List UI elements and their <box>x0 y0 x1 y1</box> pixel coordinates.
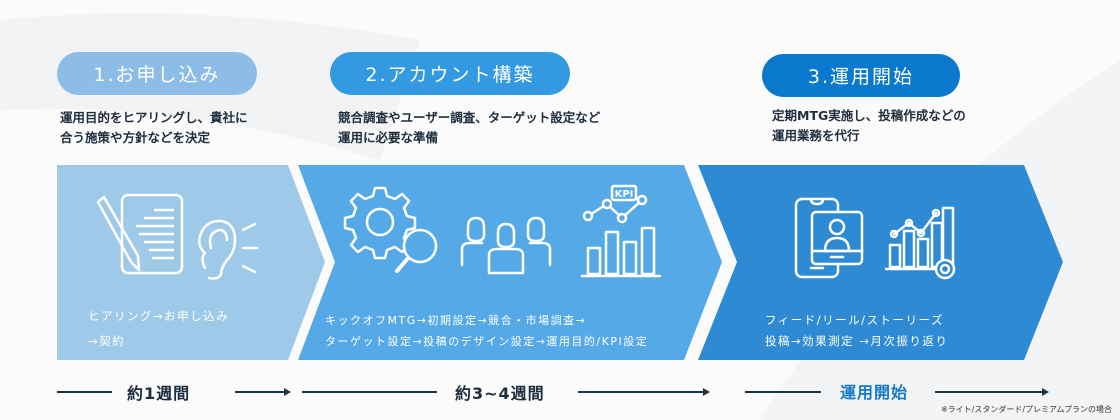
detail-line: ヒアリング→お申し込み <box>88 309 230 323</box>
smartphone-profile-icon <box>794 197 864 279</box>
timeline-label-weeks: 約3~4週間 <box>455 384 545 403</box>
step-3-title: 3.運用開始 <box>807 66 915 88</box>
timeline-line <box>235 391 285 393</box>
step-1-panel <box>57 165 325 360</box>
step-3-detail: フィード/リール/ストーリーズ投稿→効果測定 →月次振り返り <box>765 310 948 352</box>
desc-line: 運用業務を代行 <box>772 128 860 143</box>
step-1-title: 1.お申し込み <box>93 64 221 86</box>
desc-line: 運用に必要な準備 <box>338 130 439 145</box>
detail-line: フィード/リール/ストーリーズ <box>765 313 944 327</box>
timeline-line <box>745 391 821 393</box>
timeline-line <box>57 391 112 393</box>
detail-line: キックオフMTG→初期設定→競合・市場調査→ <box>325 314 587 327</box>
kpi-chart-icon: KPI <box>580 184 662 278</box>
step-3-pill: 3.運用開始 <box>762 54 960 97</box>
detail-line: 投稿→効果測定 →月次振り返り <box>765 334 949 348</box>
step-3-panel <box>698 165 1063 360</box>
arrow-right-icon <box>703 388 710 396</box>
kpi-label: KPI <box>615 189 634 200</box>
step-2-description: 競合調査やユーザー調査、ターゲット設定など運用に必要な準備 <box>338 108 600 148</box>
detail-line: ターゲット設定→投稿のデザイン設定→運用目的/KPI設定 <box>325 335 649 348</box>
timeline-line <box>302 391 437 393</box>
document-pencil-icon <box>96 193 184 275</box>
arrow-right-icon <box>1042 388 1049 396</box>
step-2-detail: キックオフMTG→初期設定→競合・市場調査→ ターゲット設定→投稿のデザイン設定→… <box>325 310 648 352</box>
timeline-label-start: 運用開始 <box>840 383 909 402</box>
timeline-line <box>578 391 704 393</box>
desc-line: 競合調査やユーザー調査、ターゲット設定など <box>338 110 601 125</box>
desc-line: 合う施策や方針などを決定 <box>60 130 211 145</box>
team-people-icon <box>460 216 552 275</box>
ear-listening-icon <box>197 219 259 280</box>
desc-line: 定期MTG実施し、投稿作成などの <box>772 108 966 123</box>
step-1-detail: ヒアリング→お申し込み →契約 <box>88 306 229 352</box>
analytics-gear-icon <box>885 206 956 280</box>
step-1-description: 運用目的をヒアリングし、貴社に合う施策や方針などを決定 <box>60 108 248 148</box>
step-2-title: 2.アカウント構築 <box>365 64 535 86</box>
step-1-pill: 1.お申し込み <box>57 52 257 95</box>
arrow-right-icon <box>284 388 291 396</box>
desc-line: 運用目的をヒアリングし、貴社に <box>60 110 248 125</box>
timeline-label-week1: 約1週間 <box>127 384 191 403</box>
gear-search-icon <box>343 186 438 273</box>
plan-note: ※ライト/スタンダード/プレミアムプランの場合 <box>940 405 1112 414</box>
step-3-description: 定期MTG実施し、投稿作成などの運用業務を代行 <box>772 106 966 146</box>
step-2-pill: 2.アカウント構築 <box>330 52 570 95</box>
detail-line: →契約 <box>88 334 126 348</box>
timeline-line <box>935 391 1043 393</box>
